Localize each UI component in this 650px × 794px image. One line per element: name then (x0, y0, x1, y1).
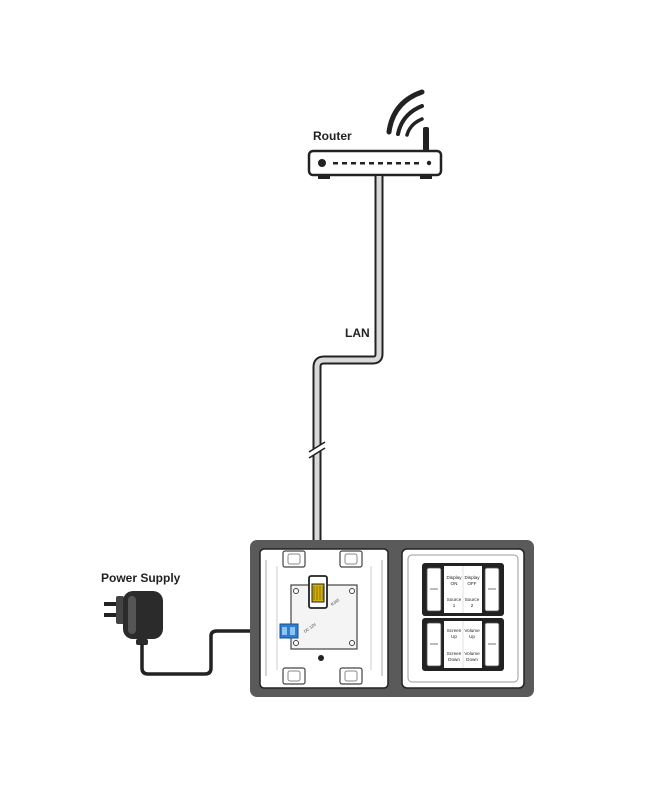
keypad-button-source-1[interactable]: Source 1 (447, 597, 462, 608)
lan-port-label: RJ45 (330, 597, 341, 607)
power-cable (140, 629, 281, 676)
lan-cable (312, 176, 384, 578)
button-line2: Up (469, 634, 475, 639)
button-line2: 2 (471, 603, 474, 608)
button-line2: OFF (467, 581, 476, 586)
button-line1: Volume (464, 651, 480, 656)
keypad-button-display-off[interactable]: Display OFF (464, 575, 480, 586)
button-line1: Source (465, 597, 480, 602)
button-line2: Down (448, 657, 460, 662)
router-label: Router (313, 129, 352, 143)
button-line1: Display (446, 575, 462, 580)
button-line2: Up (451, 634, 457, 639)
cable-break-mark (308, 441, 326, 459)
keypad-button-source-2[interactable]: Source 2 (465, 597, 480, 608)
router-icon (307, 127, 443, 179)
button-line1: Volume (464, 628, 480, 633)
button-line1: Screen (447, 651, 462, 656)
button-line2: ON (451, 581, 458, 586)
lan-label: LAN (345, 326, 370, 340)
button-line1: Screen (447, 628, 462, 633)
power-supply-label: Power Supply (101, 571, 181, 585)
wifi-signal-icon (386, 89, 425, 137)
keypad-button-screen-up[interactable]: Screen Up (447, 628, 462, 639)
keypad-button-screen-down[interactable]: Screen Down (447, 651, 462, 662)
button-line2: Down (466, 657, 478, 662)
keypad-button-volume-up[interactable]: Volume Up (464, 628, 480, 639)
button-line1: Source (447, 597, 462, 602)
dc-terminal (279, 623, 299, 639)
rj45-connector (308, 575, 328, 609)
power-adapter-icon (104, 591, 163, 645)
button-line2: 1 (453, 603, 456, 608)
keypad-button-volume-down[interactable]: Volume Down (464, 651, 480, 662)
receiver-panel (259, 548, 389, 689)
button-line1: Display (464, 575, 480, 580)
keypad-panel (401, 548, 525, 689)
keypad-button-display-on[interactable]: Display ON (446, 575, 462, 586)
